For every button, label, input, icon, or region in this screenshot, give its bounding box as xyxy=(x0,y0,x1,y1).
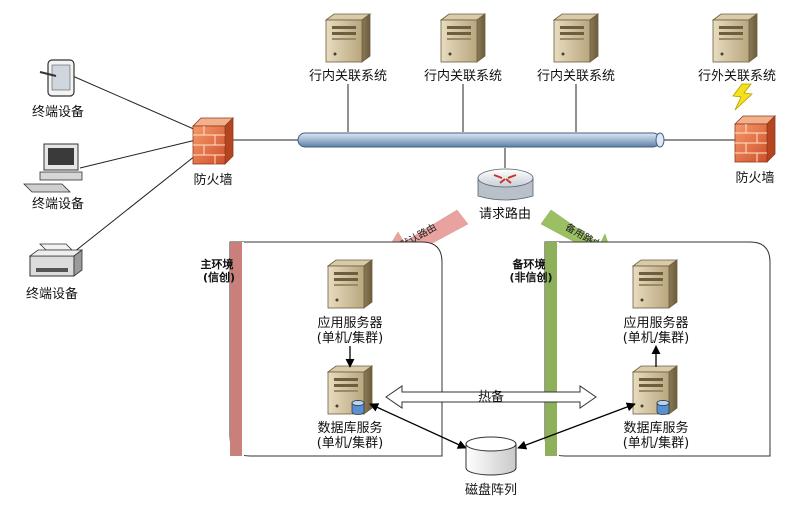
primary-disk-link xyxy=(369,403,467,449)
server-icon xyxy=(325,13,371,63)
tablet-icon xyxy=(39,59,75,97)
server-icon xyxy=(553,13,599,63)
primary-env-subtitle: (信创) xyxy=(203,270,235,284)
app-server-icon xyxy=(632,259,678,309)
terminal-label: 终端设备 xyxy=(26,286,78,302)
hot-standby-label: 热备 xyxy=(478,389,504,405)
terminal-label: 终端设备 xyxy=(32,196,84,212)
database-icon xyxy=(656,400,670,415)
app-server-sublabel: (单机/集群) xyxy=(623,330,690,346)
top-system-label: 行内关联系统 xyxy=(537,68,615,84)
disk-array-icon xyxy=(465,436,517,476)
router-icon xyxy=(477,168,534,201)
primary-env-bar xyxy=(230,242,242,456)
desktop-computer-icon xyxy=(23,143,83,193)
lightning-icon xyxy=(732,83,753,111)
db-server-label: 数据库服务 xyxy=(623,420,688,436)
primary-environment: 主环境 (信创) 应用服务器 (单机/集群) 数据库服务 (单机/集群) xyxy=(201,241,443,457)
firewall-icon xyxy=(192,117,234,165)
database-icon xyxy=(351,400,365,415)
network-links xyxy=(67,73,740,253)
external-system-label: 行外关联系统 xyxy=(698,69,776,84)
standby-env-title: 备环境 xyxy=(512,257,546,271)
db-server-icon xyxy=(327,365,373,415)
firewall-left-label: 防火墙 xyxy=(193,172,232,188)
app-server-label: 应用服务器 xyxy=(317,315,382,331)
db-server-label: 数据库服务 xyxy=(317,420,382,436)
disk-array-label: 磁盘阵列 xyxy=(465,482,517,498)
network-bus xyxy=(297,132,665,148)
router-label: 请求路由 xyxy=(479,206,531,222)
top-system-label: 行内关联系统 xyxy=(424,68,502,84)
app-server-icon xyxy=(327,259,373,309)
db-server-icon xyxy=(632,365,678,415)
db-server-sublabel: (单机/集群) xyxy=(317,435,384,451)
server-icon xyxy=(440,13,486,63)
top-system-label: 行内关联系统 xyxy=(309,68,387,84)
app-server-label: 应用服务器 xyxy=(623,315,688,331)
server-icon xyxy=(712,13,758,63)
standby-environment: 备环境 (非信创) 应用服务器 (单机/集群) 数据库服务 (单机/集群) xyxy=(509,241,771,457)
standby-disk-link xyxy=(517,402,636,450)
printer-icon xyxy=(28,243,84,277)
primary-env-title: 主环境 xyxy=(201,257,234,271)
firewall-icon xyxy=(734,115,776,163)
db-server-sublabel: (单机/集群) xyxy=(623,435,690,451)
terminal-label: 终端设备 xyxy=(32,104,84,120)
standby-env-subtitle: (非信创) xyxy=(509,270,552,284)
firewall-right-label: 防火墙 xyxy=(735,170,774,186)
app-server-sublabel: (单机/集群) xyxy=(317,330,384,346)
